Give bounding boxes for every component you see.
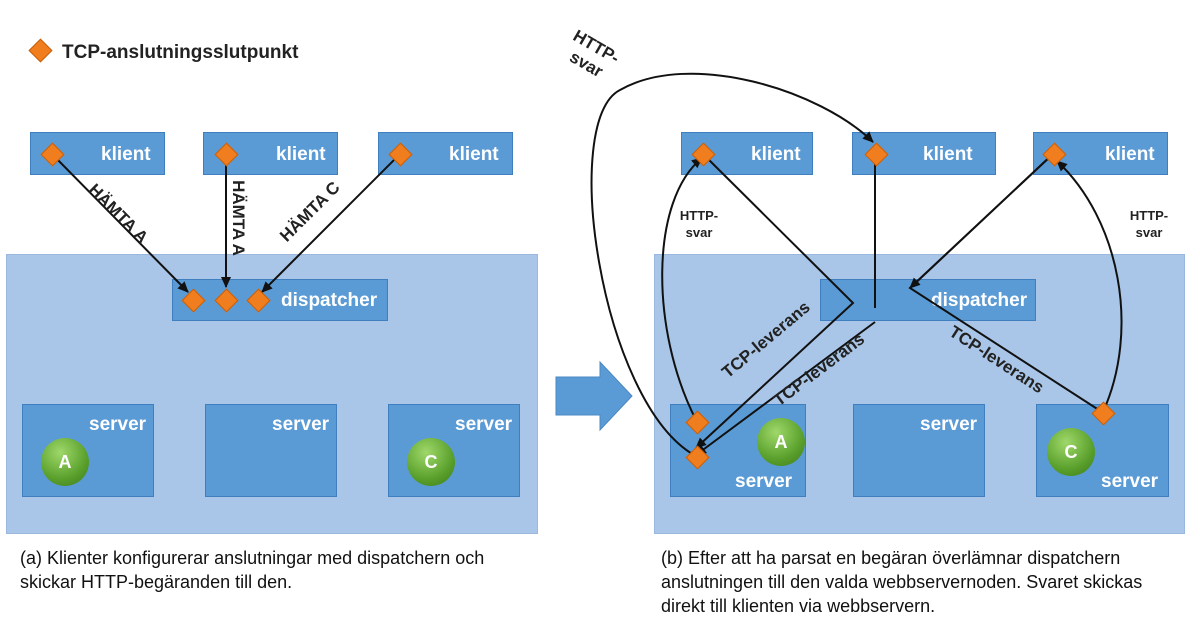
legend-label: TCP-anslutningsslutpunkt	[62, 42, 299, 63]
client-label: klient	[276, 144, 326, 165]
client-label: klient	[1105, 144, 1155, 165]
caption-b: (b) Efter att ha parsat en begäran överl…	[661, 548, 1143, 616]
panel-a-circle-c: C	[407, 438, 455, 486]
client-label: klient	[923, 144, 973, 165]
panel-b-circle-c: C	[1047, 428, 1095, 476]
client-label: klient	[101, 144, 151, 165]
label-http-svar-left: HTTP- svar	[674, 207, 724, 241]
panel-b-server-2: server	[853, 404, 985, 497]
dispatcher-label: dispatcher	[931, 290, 1028, 311]
label-http-svar-right: HTTP- svar	[1124, 207, 1174, 241]
panel-b-circle-a: A	[757, 418, 805, 466]
http-left-line2: svar	[685, 225, 713, 240]
panel-a-circle-a: A	[41, 438, 89, 486]
server-label: server	[920, 414, 978, 435]
server-label: server	[272, 414, 330, 435]
server-label: server	[1101, 471, 1159, 492]
dispatcher-label: dispatcher	[281, 290, 378, 311]
http-right-line2: svar	[1135, 225, 1163, 240]
panel-a-server-3: server	[388, 404, 520, 497]
server-label: server	[89, 414, 147, 435]
client-label: klient	[449, 144, 499, 165]
panel-a-client-3: klient	[378, 132, 513, 175]
panel-a-dispatcher: dispatcher	[172, 279, 388, 321]
client-label: klient	[751, 144, 801, 165]
http-right-line1: HTTP-	[1129, 208, 1169, 223]
server-label: server	[455, 414, 513, 435]
server-label: server	[735, 471, 793, 492]
label-hamta-middle: HÄMTA A	[228, 180, 248, 256]
http-left-line1: HTTP-	[679, 208, 719, 223]
caption-a: (a) Klienter konfigurerar anslutningar m…	[20, 548, 485, 592]
panel-a-server-2: server	[205, 404, 337, 497]
